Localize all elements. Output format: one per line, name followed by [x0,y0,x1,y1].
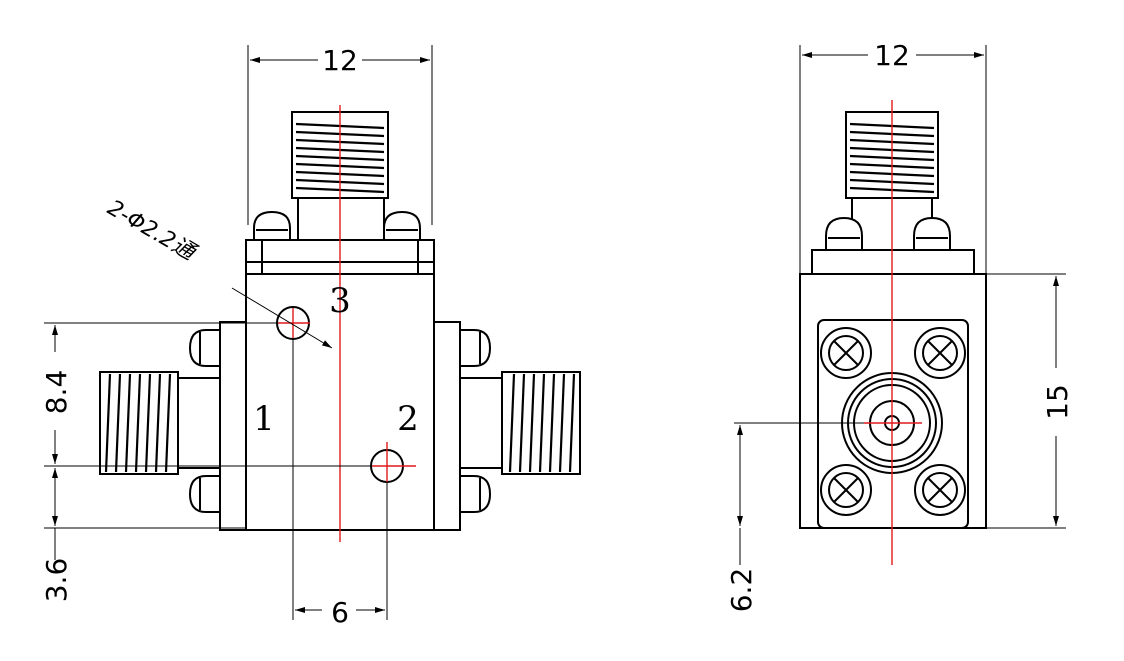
side-left-center-label: 6.2 [725,568,758,613]
front-left-upper-label: 8.4 [40,370,73,415]
front-left-lower-label: 3.6 [40,558,73,603]
front-view: 12 [40,44,581,629]
side-top-connector [811,111,975,275]
side-right-height-label: 15 [1041,384,1074,420]
port-label-1: 1 [253,399,275,439]
front-left-dimensions: 8.4 3.6 [40,322,372,603]
side-top-width-dimension: 12 [799,39,987,275]
side-left-center-dimension: 6.2 [725,422,864,613]
port-label-2: 2 [397,399,419,439]
front-top-width-dimension: 12 [247,44,433,225]
port-label-3: 3 [329,281,351,321]
side-right-height-dimension: 15 [986,273,1074,529]
front-top-width-label: 12 [322,44,358,77]
front-left-connector [99,321,247,531]
front-bottom-spacing-label: 6 [331,596,349,629]
hole-note-label: 2-Φ2.2通 [103,196,201,267]
side-flange-plate [817,319,969,529]
front-right-connector [433,321,581,531]
side-view: 12 [725,39,1074,612]
side-top-width-label: 12 [874,39,910,72]
side-screws [820,327,966,516]
front-bottom-dimension: 6 [292,338,388,629]
